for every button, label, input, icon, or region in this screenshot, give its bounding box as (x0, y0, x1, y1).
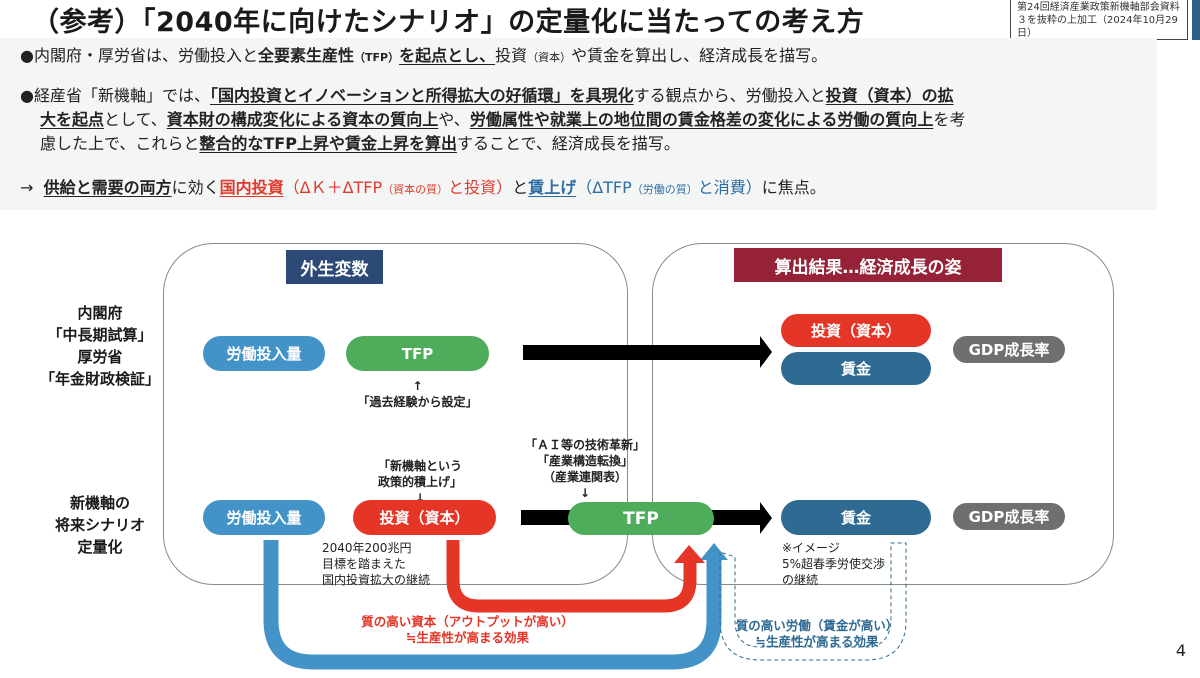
exogenous-header: 外生変数 (286, 250, 383, 284)
row2-investment-pill: 投資（資本） (353, 500, 496, 535)
arrow-icon: → (20, 178, 34, 197)
row2-tfp-note: 「ＡＩ等の技術革新」 「産業構造転換」 （産業連関表） ↓ (505, 437, 665, 501)
row1-labor-pill: 労働投入量 (203, 336, 325, 371)
note-line: 「ＡＩ等の技術革新」 (524, 438, 645, 452)
note-line: （産業連関表） (542, 470, 627, 484)
text: と消費） (697, 178, 762, 197)
label-line: 内閣府 (77, 304, 123, 322)
text: を考 (933, 110, 966, 129)
investment-sub-note: 2040年200兆円 目標を踏まえた 国内投資拡大の継続 (322, 540, 430, 588)
text: （TFP） (353, 51, 400, 64)
page-title: （参考）「2040年に向けたシナリオ」の定量化に当たっての考え方 (32, 7, 865, 38)
row2-tfp-pill: TFP (568, 502, 714, 535)
results-header: 算出結果…経済成長の姿 (734, 248, 1002, 282)
label-line: 将来シナリオ (54, 516, 145, 534)
down-arrow-icon: ↓ (579, 486, 591, 500)
note-line: 政策的積上げ」 (377, 475, 462, 489)
text: 投資 (495, 46, 528, 65)
text: 賃上げ (528, 178, 577, 197)
row1-tfp-pill: TFP (346, 336, 489, 371)
effect-line: 質の高い労働（賃金が高い） (735, 618, 899, 633)
page-number: 4 (1175, 641, 1186, 660)
exogenous-frame (163, 243, 628, 585)
row1-wage-pill: 賃金 (781, 352, 931, 385)
row2-investment-note: 「新機軸という 政策的積上げ」 ↓ (350, 458, 490, 506)
text: を起点とし、 (399, 46, 496, 65)
text: 大を起点 (40, 110, 105, 129)
note-line: の継続 (782, 573, 819, 587)
label-line: 「中長期試算」 (47, 326, 153, 344)
text: に効く (171, 178, 220, 197)
text: ●内閣府・厚労省は、労働投入と (20, 46, 258, 65)
text: （ΔＫ＋ΔTFP (283, 178, 383, 197)
text: （労働の質） (631, 183, 698, 196)
text: 投資（資本）の拡 (825, 86, 954, 105)
wage-sub-note: ※イメージ 5%超春季労使交渉 の継続 (782, 540, 885, 588)
label-line: 「年金財政検証」 (40, 370, 161, 388)
capital-effect-label: 質の高い資本（アウトプットが高い） ≒生産性が高まる効果 (330, 614, 605, 646)
effect-line: ≒生産性が高まる効果 (406, 630, 529, 645)
note-text: 「過去経験から設定」 (357, 395, 478, 409)
text: 慮した上で、これらと (40, 134, 200, 153)
text: と (512, 178, 529, 197)
text: 国内投資 (219, 178, 284, 197)
note-line: 「産業構造転換」 (536, 454, 633, 468)
summary-bullet-2: ●経産省「新機軸」では、「国内投資とイノベーションと所得拡大の好循環」を具現化す… (20, 84, 965, 156)
labor-effect-dashed-outline (719, 542, 907, 661)
capital-quality-arrowhead (674, 545, 705, 563)
row1-label: 内閣府 「中長期試算」 厚労省 「年金財政検証」 (40, 302, 160, 390)
down-arrow-icon: ↓ (414, 491, 426, 505)
text: 労働属性や就業上の地位間の賃金格差の変化による労働の質向上 (469, 110, 934, 129)
text: と投資） (448, 178, 513, 197)
text: する観点から、労働投入と (633, 86, 826, 105)
note-line: 目標を踏まえた (322, 557, 407, 571)
summary-bullet-3: → 供給と需要の両方に効く国内投資（ΔＫ＋ΔTFP（資本の質）と投資）と賃上げ（… (20, 174, 826, 198)
text: （資本の質） (382, 183, 449, 196)
labor-quality-arrowhead (700, 543, 728, 560)
text: （資本） (527, 51, 572, 64)
text: 整合的なTFP上昇や賃金上昇を算出 (199, 134, 457, 153)
row2-label: 新機軸の 将来シナリオ 定量化 (40, 492, 160, 558)
text: 全要素生産性 (257, 46, 354, 65)
note-line: 国内投資拡大の継続 (322, 573, 431, 587)
note-line: ※イメージ (782, 541, 840, 555)
summary-box: ●内閣府・厚労省は、労働投入と全要素生産性（TFP）を起点とし、投資（資本）や賃… (0, 38, 1157, 210)
row2-gdp-pill: GDP成長率 (953, 503, 1065, 530)
source-note: 第24回経済産業政策新機軸部会資料３を抜粋の上加工（2024年10月29日） (1010, 0, 1188, 40)
text: 資本財の構成変化による資本の質向上 (166, 110, 439, 129)
note-line: 2040年200兆円 (322, 541, 412, 555)
accent-strip (1192, 0, 1200, 40)
text: に焦点。 (761, 178, 826, 197)
text: 「国内投資とイノベーションと所得拡大の好循環」を具現化 (209, 86, 634, 105)
text: ●経産省「新機軸」では、 (20, 86, 210, 105)
row1-investment-pill: 投資（資本） (781, 314, 931, 347)
label-line: 厚労省 (77, 348, 123, 366)
labor-quality-arrow (263, 540, 722, 670)
text: として、 (104, 110, 167, 129)
row2-wage-pill: 賃金 (781, 500, 931, 535)
effect-line: 質の高い資本（アウトプットが高い） (361, 614, 574, 629)
note-line: 「新機軸という (377, 459, 462, 473)
text: することで、経済成長を描写。 (456, 134, 680, 153)
summary-bullet-1: ●内閣府・厚労省は、労働投入と全要素生産性（TFP）を起点とし、投資（資本）や賃… (20, 42, 827, 66)
labor-effect-label: 質の高い労働（賃金が高い） ≒生産性が高まる効果 (722, 618, 912, 650)
label-line: 定量化 (77, 538, 123, 556)
results-frame (652, 243, 1114, 585)
label-line: 新機軸の (69, 494, 130, 512)
text: や賃金を算出し、経済成長を描写。 (571, 46, 828, 65)
text: 供給と需要の両方 (43, 178, 172, 197)
row1-arrow (523, 336, 772, 368)
effect-line: ≒生産性が高まる効果 (755, 634, 879, 649)
text: （ΔTFP (576, 178, 632, 197)
up-arrow-icon: ↑ (412, 379, 423, 393)
note-line: 5%超春季労使交渉 (782, 557, 886, 571)
capital-quality-arrow (446, 540, 697, 613)
text: や、 (438, 110, 470, 129)
row1-tfp-note: ↑ 「過去経験から設定」 (330, 378, 505, 410)
row1-gdp-pill: GDP成長率 (953, 336, 1065, 363)
row2-labor-pill: 労働投入量 (203, 500, 325, 535)
